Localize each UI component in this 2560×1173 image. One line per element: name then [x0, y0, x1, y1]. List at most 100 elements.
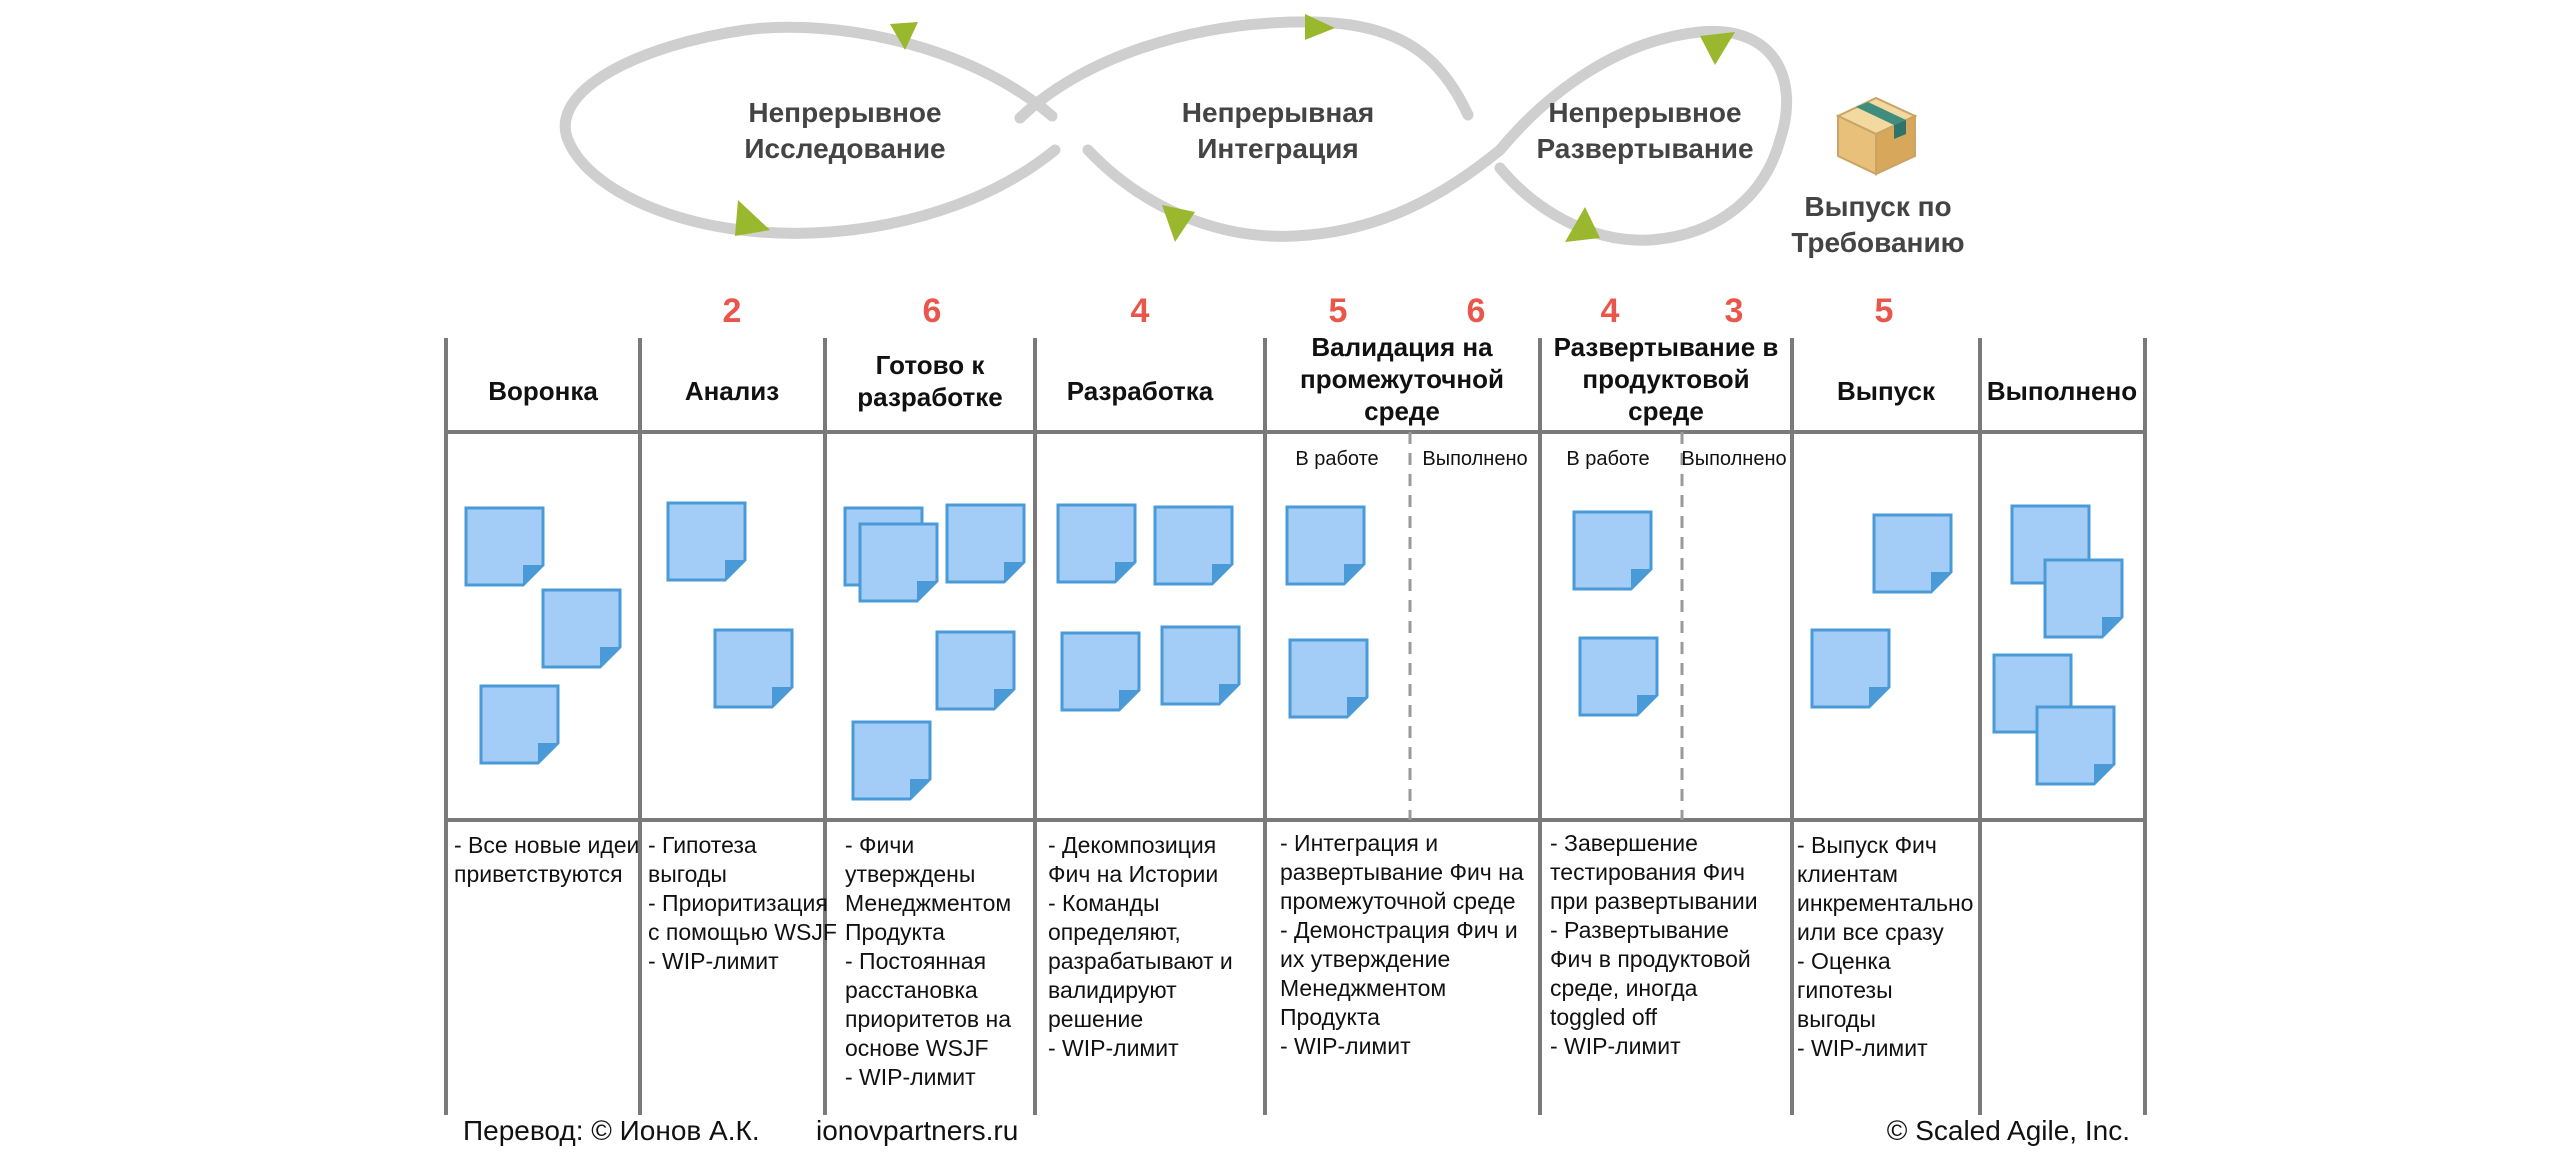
sticky-note[interactable]	[1288, 638, 1369, 719]
translator-site-link[interactable]: ionovpartners.ru	[816, 1115, 1018, 1146]
description-line: Фич на Истории	[1048, 861, 1218, 887]
sticky-note[interactable]	[851, 720, 932, 801]
loop-label-integration-2: Интеграция	[1197, 133, 1358, 164]
sub-column-labels: В работе Выполнено В работе Выполнено	[1295, 448, 1786, 470]
sticky-note[interactable]	[541, 588, 622, 669]
translation-credit: Перевод: © Ионов А.К.	[463, 1115, 760, 1146]
loop-label-exploration-2: Исследование	[744, 133, 945, 164]
wip-limits: 2 6 4 5 6 4 3 5	[723, 292, 1894, 330]
description-line: - Интеграция и	[1280, 830, 1438, 856]
description-line: - Фичи	[845, 832, 914, 858]
description-line: Продукта	[845, 919, 945, 945]
loop-label-integration-1: Непрерывная	[1182, 97, 1374, 128]
wip-limit-staging-done: 6	[1467, 292, 1486, 330]
description-line: выгоды	[648, 861, 727, 887]
loop-label-deployment-1: Непрерывное	[1548, 97, 1741, 128]
description-line: - Завершение	[1550, 830, 1698, 856]
loop-middle-bottom	[1082, 144, 1506, 242]
loop-arrow-top-middle	[1305, 14, 1335, 40]
sticky-note[interactable]	[945, 503, 1026, 584]
sticky-note[interactable]	[1572, 510, 1653, 591]
staging-in-progress-label: В работе	[1295, 448, 1378, 470]
loop-left-lobe	[559, 21, 1061, 239]
description-line: - Приоритизация	[648, 890, 828, 916]
description-line: Продукта	[1280, 1004, 1380, 1030]
sub-column-dividers	[1408, 432, 1684, 820]
column-title-staging-1: Валидация на	[1311, 332, 1493, 362]
loop-arrow-bottom-middle	[1162, 205, 1195, 242]
sticky-note[interactable]	[1060, 631, 1141, 712]
description-line: их утверждение	[1280, 946, 1450, 972]
kanban-board-grid	[444, 338, 2147, 1115]
loop-label-deployment-2: Развертывание	[1536, 133, 1753, 164]
loop-label-exploration-1: Непрерывное	[748, 97, 941, 128]
loop-middle-lobe	[1014, 16, 1474, 124]
wip-limit-production-in-progress: 4	[1601, 292, 1620, 330]
column-title-done: Выполнено	[1987, 376, 2137, 406]
wip-limit-analysis: 2	[723, 292, 742, 330]
sticky-note[interactable]	[858, 522, 939, 603]
sticky-note[interactable]	[2043, 558, 2124, 639]
loop-arrow-bottom-left	[735, 200, 770, 236]
column-title-production-3: среде	[1628, 396, 1704, 426]
description-line: - Команды	[1048, 890, 1160, 916]
sticky-note[interactable]	[713, 628, 794, 709]
description-line: приветствуются	[454, 861, 623, 887]
sticky-notes	[464, 501, 2124, 801]
sticky-note[interactable]	[1872, 513, 1953, 594]
sticky-note[interactable]	[2035, 705, 2116, 786]
description-line: гипотезы	[1797, 977, 1893, 1003]
description-line: клиентам	[1797, 861, 1898, 887]
sticky-note[interactable]	[666, 501, 747, 582]
description-line: - Развертывание	[1550, 917, 1729, 943]
description-line: тестирования Фич	[1550, 859, 1745, 885]
description-line: при развертывании	[1550, 888, 1758, 914]
description-line: утверждены	[845, 861, 975, 887]
sticky-note[interactable]	[1810, 628, 1891, 709]
description-line: - WIP-лимит	[845, 1064, 976, 1090]
description-line: - Все новые идеи	[454, 832, 639, 858]
description-line: приоритетов на	[845, 1006, 1011, 1032]
description-funnel: - Все новые идеи приветствуются	[454, 832, 639, 887]
sticky-note[interactable]	[935, 630, 1016, 711]
description-line: основе WSJF	[845, 1035, 989, 1061]
description-line: Менеджментом	[1280, 975, 1446, 1001]
description-line: - WIP-лимит	[1797, 1035, 1928, 1061]
wip-limit-staging-in-progress: 5	[1329, 292, 1348, 330]
wip-limit-production-done: 3	[1725, 292, 1744, 330]
description-line: среде, иногда	[1550, 975, 1698, 1001]
sticky-note[interactable]	[1153, 505, 1234, 586]
description-line: toggled off	[1550, 1004, 1658, 1030]
sticky-note[interactable]	[1056, 503, 1137, 584]
description-line: разрабатывают и	[1048, 948, 1233, 974]
sticky-note[interactable]	[1578, 636, 1659, 717]
loop-right-lobe	[1494, 25, 1793, 246]
loop-arrow-bottom-right	[1565, 207, 1600, 242]
description-line: - WIP-лимит	[1280, 1033, 1411, 1059]
description-line: развертывание Фич на	[1280, 859, 1524, 885]
loop-arrow-top-left	[890, 22, 918, 50]
column-title-funnel: Воронка	[488, 376, 598, 406]
description-line: - WIP-лимит	[648, 948, 779, 974]
continuous-delivery-loop: Непрерывное Исследование Непрерывная Инт…	[559, 14, 1793, 246]
column-title-ready-1: Готово к	[876, 350, 986, 380]
sticky-note[interactable]	[479, 684, 560, 765]
column-title-production-2: продуктовой	[1582, 364, 1749, 394]
description-line: с помощью WSJF	[648, 919, 837, 945]
column-title-development: Разработка	[1067, 376, 1214, 406]
wip-limit-development: 4	[1131, 292, 1150, 330]
column-titles: Воронка Анализ Готово к разработке Разра…	[488, 332, 2137, 426]
column-title-ready-2: разработке	[857, 382, 1002, 412]
description-line: Менеджментом	[845, 890, 1011, 916]
column-title-staging-2: промежуточной	[1300, 364, 1504, 394]
sticky-note[interactable]	[464, 506, 545, 587]
sticky-note[interactable]	[1160, 625, 1241, 706]
wip-limit-ready: 6	[923, 292, 942, 330]
sticky-note[interactable]	[1285, 505, 1366, 586]
